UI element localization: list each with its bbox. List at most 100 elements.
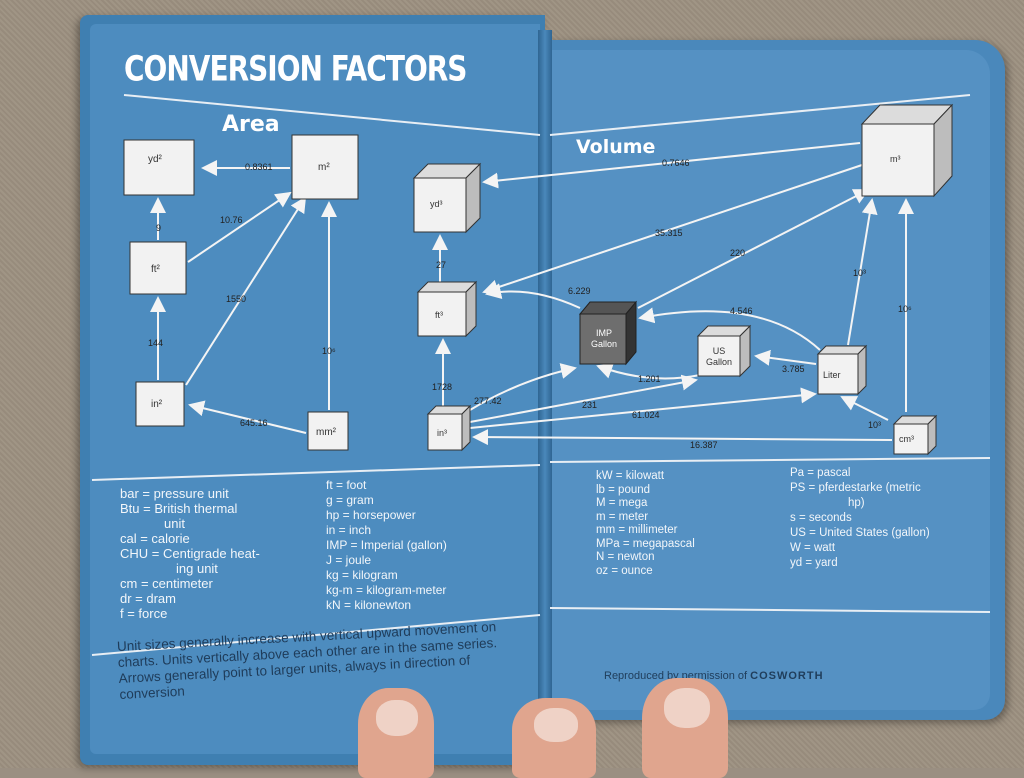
factor-ft2-m2: 10.76 (220, 215, 243, 225)
unit-label-yd3: yd³ (430, 199, 443, 209)
abbrev-item: yd = yard (790, 557, 838, 569)
abbrev-item: kg-m = kilogram-meter (326, 583, 447, 597)
abbrev-item: CHU = Centigrade heat- (120, 546, 260, 561)
unit-label-ft3: ft³ (435, 310, 443, 320)
factor-liter-us: 3.785 (782, 364, 805, 374)
abbrev-item: W = watt (790, 542, 836, 554)
abbrev-item: kg = kilogram (326, 568, 398, 582)
factor-in3-imp: 277.42 (474, 396, 502, 406)
abbrev-item: dr = dram (120, 591, 176, 606)
abbrev-item: MPa = megapascal (596, 537, 695, 550)
factor-in2-ft2: 144 (148, 338, 164, 348)
factor-imp-m3: 220 (730, 248, 746, 258)
abbrev-item: N = newton (596, 551, 655, 563)
unit-label-yd2: yd² (148, 154, 162, 165)
abbrev-item: hp) (848, 497, 865, 509)
fingernail-3 (664, 688, 710, 728)
unit-box-yd2 (123, 139, 195, 196)
abbrev-item: kW = kilowatt (596, 470, 665, 482)
factor-ft3-yd3: 27 (436, 260, 447, 270)
cube-us-gallon (696, 324, 752, 378)
abbrev-item: f = force (120, 606, 168, 621)
abbrev-item: PS = pferdestarke (metric (790, 482, 921, 494)
abbrev-col-1: bar = pressure unit Btu = British therma… (120, 486, 260, 621)
abbrev-item: mm = millimeter (596, 524, 678, 536)
abbrev-item: m = meter (596, 510, 649, 523)
factor-in2-m2: 1550 (226, 294, 247, 304)
abbrev-item: M = mega (596, 497, 648, 509)
abbrev-item: kN = kilonewton (326, 598, 412, 612)
unit-box-in2 (135, 381, 185, 427)
cube-ft3 (416, 280, 478, 338)
arrow-liter-m3 (847, 198, 878, 346)
page-title: CONVERSION FACTORS (124, 47, 467, 90)
arrow-in2-m2 (185, 196, 307, 386)
arrow-imp-ft3 (485, 283, 581, 309)
abbrev-col-3: kW = kilowatt lb = pound M = mega m = me… (596, 470, 695, 578)
unit-label-m2: m² (318, 162, 330, 173)
unit-label-ft2: ft² (151, 264, 160, 275)
credit-line: Reproduced by permission of COSWORTH (604, 670, 824, 682)
abbrev-item: hp = horsepower (326, 508, 416, 522)
abbrev-item: Btu = British thermal (120, 501, 238, 516)
credit-prefix: Reproduced by permission of (604, 670, 748, 682)
fingernail-1 (376, 700, 418, 736)
abbrev-item: IMP = Imperial (gallon) (326, 538, 447, 552)
abbrev-item: Pa = pascal (790, 467, 851, 479)
cube-yd3 (412, 162, 482, 234)
abbrev-item: ing unit (176, 561, 218, 576)
unit-box-m2 (291, 134, 359, 200)
factor-liter-imp: 4.546 (730, 306, 753, 316)
volume-arrows (432, 142, 914, 446)
cube-m3 (860, 103, 954, 198)
legend-rule (91, 464, 541, 481)
unit-label-cm3: cm³ (899, 434, 914, 444)
factor-ft2-yd2: 9 (156, 223, 162, 233)
credit-brand: COSWORTH (750, 670, 824, 682)
factor-in3-liter: 61.024 (632, 410, 660, 420)
cube-imp-gallon (578, 300, 638, 366)
cube-liter (816, 344, 868, 396)
abbrev-item: J = joule (326, 553, 372, 567)
notes-rule (91, 614, 541, 656)
booklet-spine (538, 30, 552, 760)
section-title-area: Area (222, 112, 280, 137)
unit-label-us-gallon: US Gallon (705, 346, 732, 367)
arrow-in3-imp (469, 363, 577, 411)
abbrev-item: in = inch (326, 523, 372, 537)
notes-rule-right (549, 607, 991, 613)
section-title-volume: Volume (576, 136, 656, 158)
factor-in3-us: 231 (582, 400, 598, 410)
fingernail-2 (534, 708, 578, 742)
unit-label-liter: Liter (823, 370, 841, 380)
unit-box-mm2 (307, 411, 349, 451)
abbrev-item: g = gram (326, 493, 374, 507)
arrow-imp-m3 (637, 189, 870, 309)
factor-liter-m3: 10³ (853, 268, 867, 278)
abbrev-col-4: Pa = pascal PS = pferdestarke (metric hp… (790, 466, 930, 571)
abbrev-item: s = seconds (790, 512, 852, 524)
arrow-cm3-liter (840, 396, 889, 421)
factor-imp-ft3: 6.229 (568, 286, 591, 296)
cube-cm3 (892, 414, 938, 456)
arrow-cm3-in3 (472, 429, 893, 446)
title-rule-right (549, 94, 971, 136)
arrow-mm2-in2 (188, 400, 307, 434)
arrow-in3-us (469, 374, 698, 423)
abbrev-item: cal = calorie (120, 531, 190, 546)
abbrev-item: bar = pressure unit (120, 486, 229, 501)
arrow-in3-liter (469, 387, 817, 429)
area-arrows (150, 160, 337, 434)
factor-ft3-m3: 35.315 (655, 228, 683, 238)
factor-mm2-in2: 645.16 (240, 418, 268, 428)
factor-mm2-m2: 10⁶ (322, 346, 336, 356)
arrow-ft2-m2 (187, 191, 292, 263)
factor-cm3-m3: 10⁶ (898, 304, 912, 314)
unit-box-ft2 (129, 241, 187, 295)
arrow-ft3-m3 (482, 164, 863, 296)
factor-us-imp: 1.201 (638, 374, 661, 384)
unit-label-mm2: mm² (316, 427, 336, 438)
abbrev-item: oz = ounce (596, 564, 653, 577)
arrow-liter-us (754, 349, 817, 366)
